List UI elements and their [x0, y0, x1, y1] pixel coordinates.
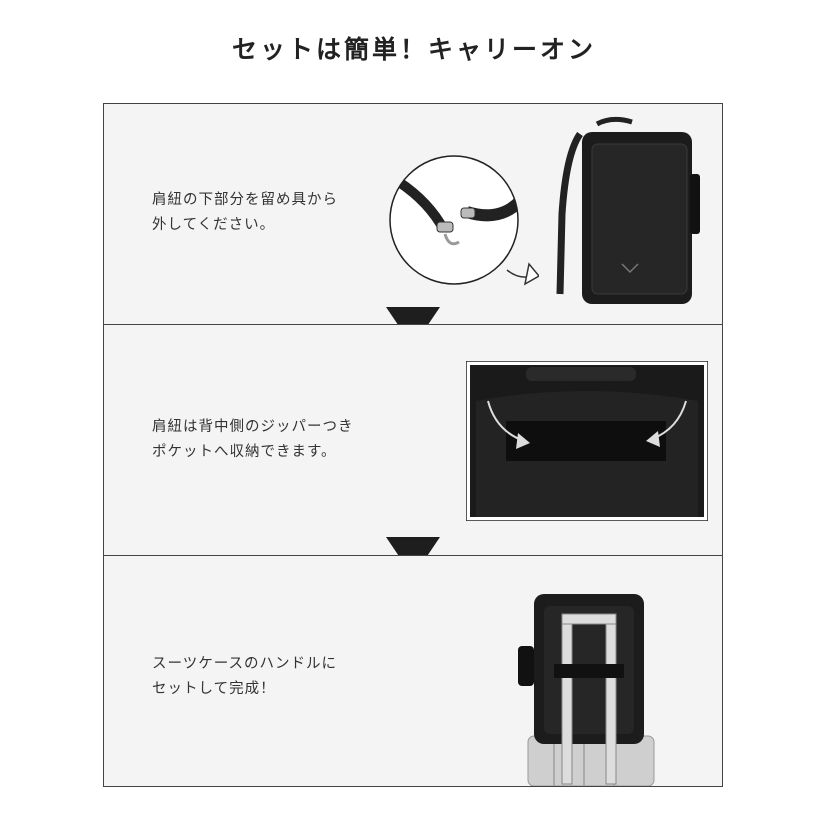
step-3-line-1: スーツケースのハンドルに: [152, 656, 337, 672]
step-2-text: 肩紐は背中側のジッパーつき ポケットへ収納できます。: [152, 415, 354, 465]
step-2-panel: 肩紐は背中側のジッパーつき ポケットへ収納できます。: [103, 324, 723, 556]
step-3-panel: スーツケースのハンドルに セットして完成！: [103, 555, 723, 787]
step-1-panel: 肩紐の下部分を留め具から 外してください。: [103, 103, 723, 325]
back-pocket-image: [466, 361, 708, 521]
strap-clip-closeup-image: [389, 155, 539, 286]
step-1-line-1: 肩紐の下部分を留め具から: [152, 192, 338, 208]
step-3-text: スーツケースのハンドルに セットして完成！: [152, 652, 337, 702]
step-3-line-2: セットして完成！: [152, 681, 276, 697]
step-2-line-2: ポケットへ収納できます。: [152, 444, 337, 460]
step-2-line-1: 肩紐は背中側のジッパーつき: [152, 419, 354, 435]
page-title: セットは簡単！キャリーオン: [231, 35, 596, 64]
step-1-text: 肩紐の下部分を留め具から 外してください。: [152, 188, 338, 238]
backpack-image: [556, 116, 700, 304]
backpack-on-suitcase-image: [518, 594, 655, 786]
step-1-line-2: 外してください。: [152, 217, 276, 233]
